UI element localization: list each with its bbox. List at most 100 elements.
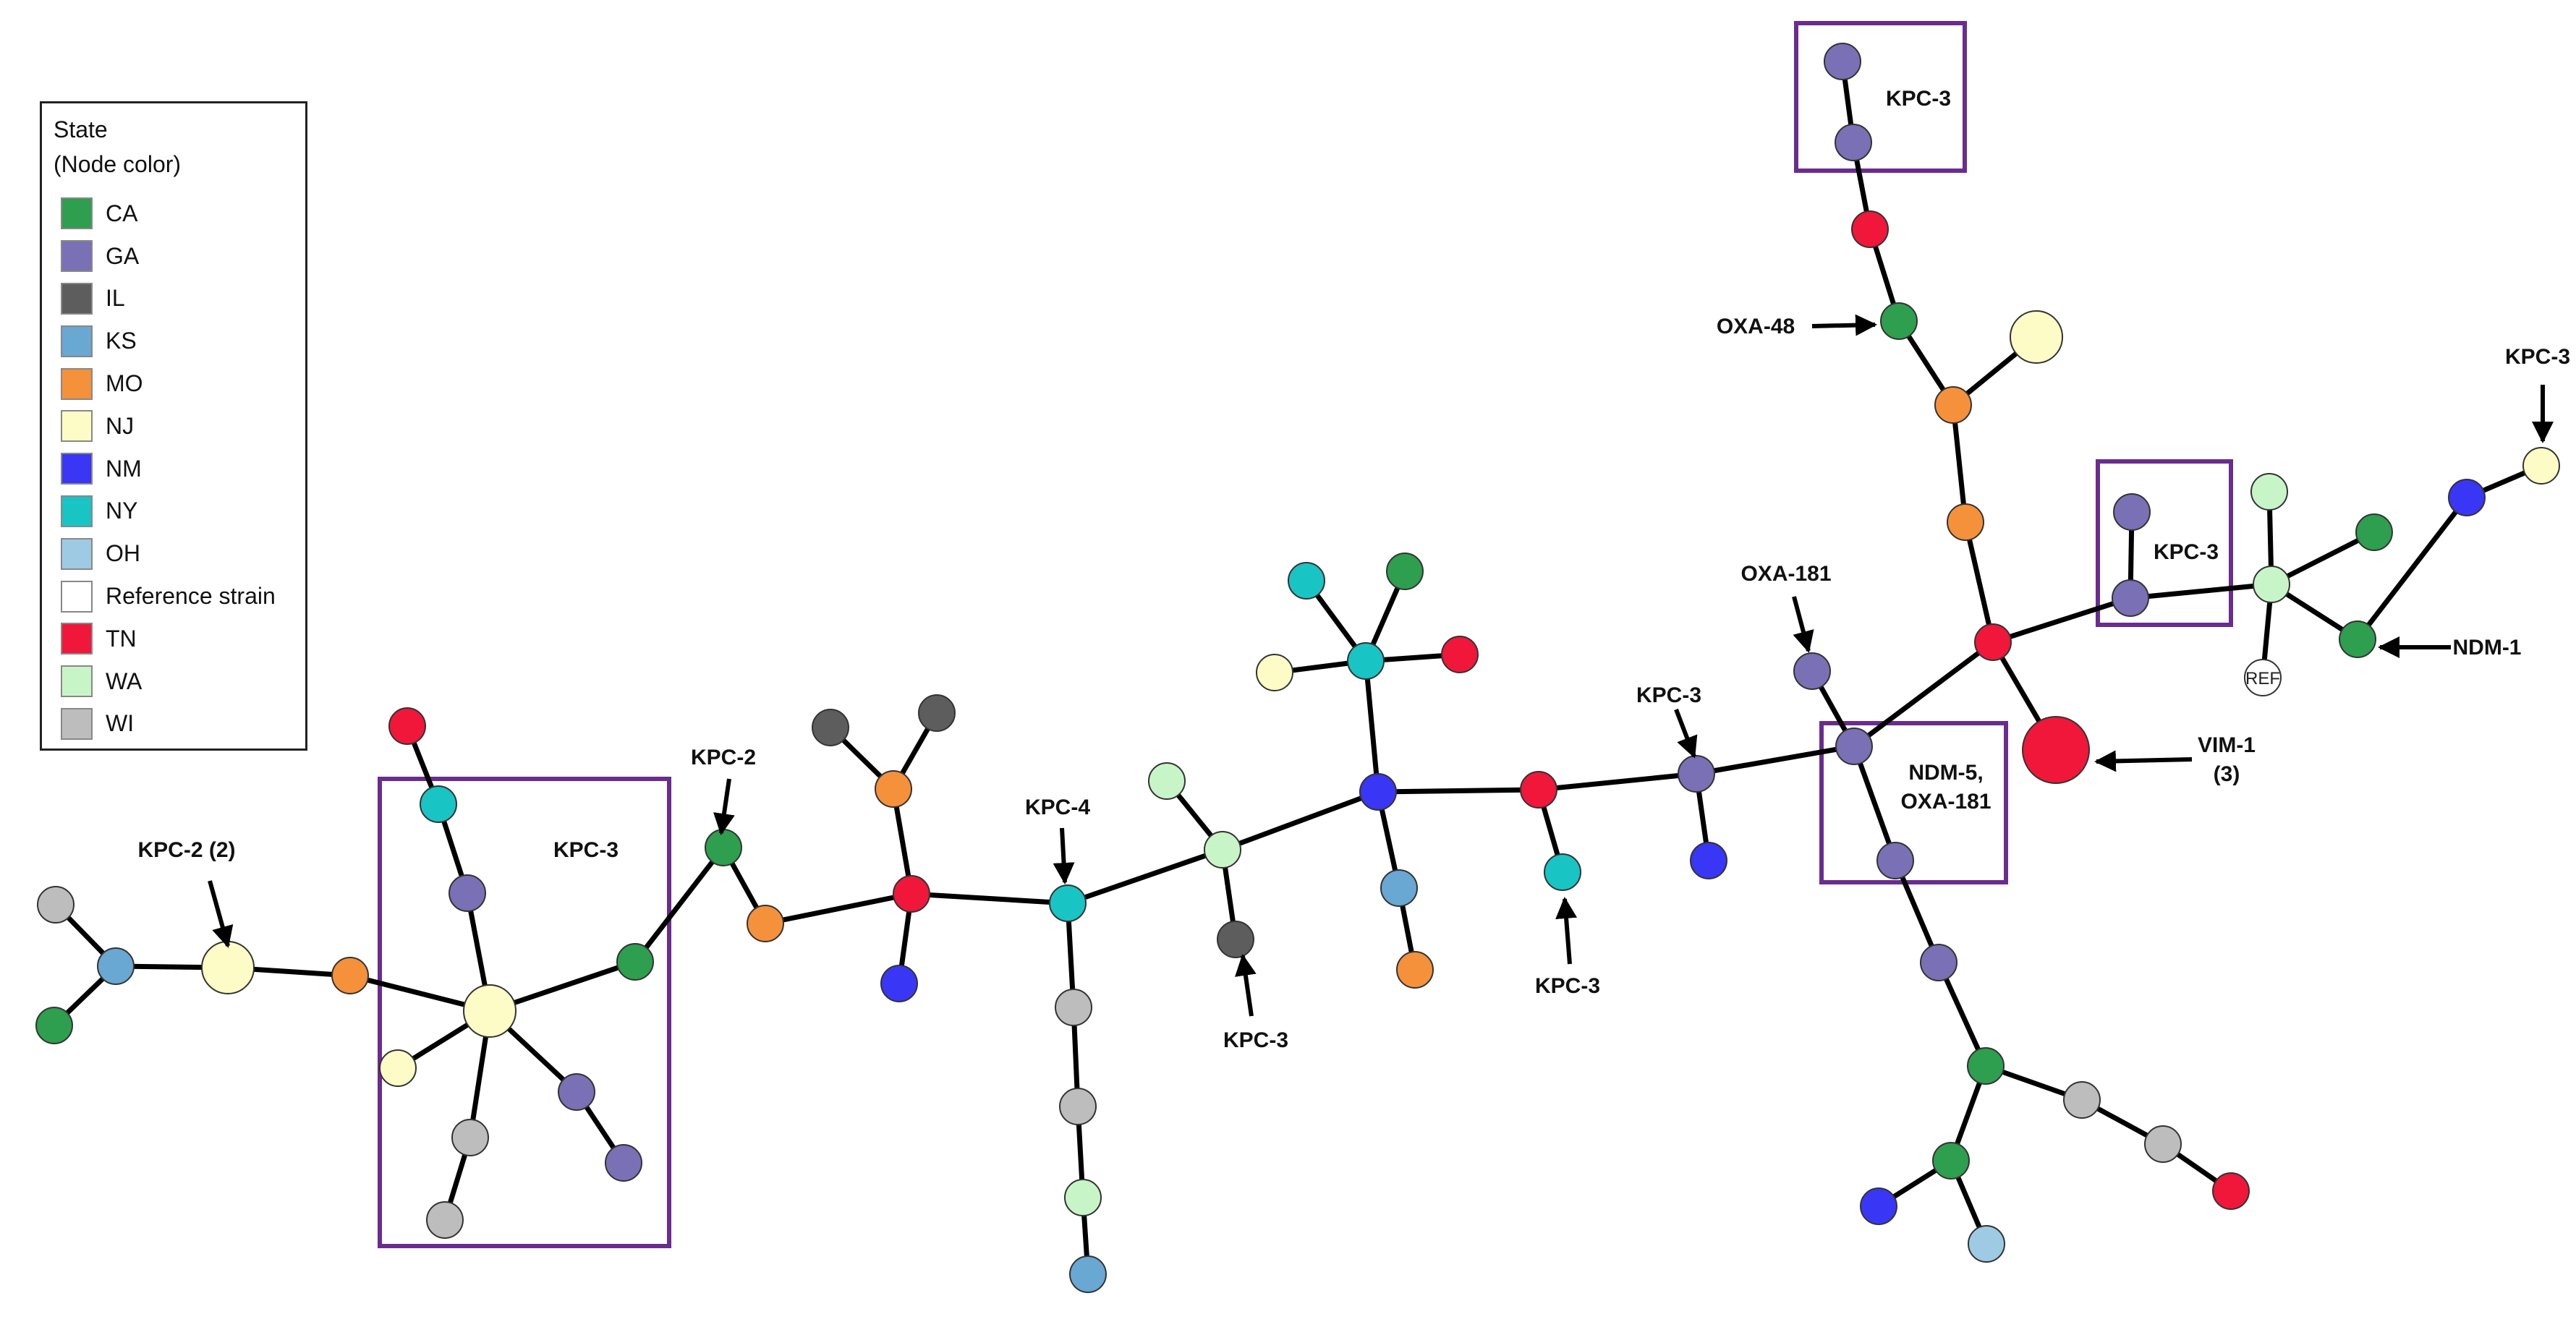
- node-ca: [705, 829, 742, 866]
- legend-swatch: [61, 367, 93, 400]
- annotation-kpc2: KPC-2: [691, 746, 756, 769]
- legend-item-nm: NM: [61, 448, 276, 490]
- kpc3-box2-outline: [2096, 459, 2233, 627]
- node-wi: [451, 1119, 489, 1156]
- edge-n28-n31: [1221, 789, 1380, 853]
- node-mo: [1934, 386, 1972, 424]
- annotation-line: KPC-3: [2154, 540, 2219, 564]
- annotation-line: KPC-4: [1025, 796, 1090, 819]
- node-ny: [1288, 562, 1325, 600]
- legend-item-ks: KS: [61, 320, 276, 362]
- annotation-ndm5: NDM-5,OXA-181: [1900, 761, 1991, 814]
- legend-label: GA: [106, 242, 140, 269]
- node-mo: [875, 770, 912, 808]
- node-ny: [1049, 884, 1087, 922]
- node-wa: [2250, 473, 2288, 511]
- legend-label: NJ: [106, 412, 135, 439]
- kpc3-box-top-outline: [1794, 21, 1967, 173]
- annotation-kpc2-2: KPC-2 (2): [137, 838, 235, 862]
- node-nj: [2010, 310, 2063, 364]
- legend-label: OH: [106, 540, 140, 567]
- annotation-oxa181: OXA-181: [1740, 562, 1831, 586]
- edges: [52, 61, 2543, 1275]
- annotation-kpc3-a: KPC-3: [1223, 1028, 1288, 1052]
- legend-swatch: [61, 282, 93, 315]
- node-ks: [97, 947, 135, 985]
- legend-title: State: [54, 116, 108, 142]
- annotation-line: KPC-3: [553, 838, 619, 862]
- legend-swatch: [61, 240, 93, 273]
- node-nj: [379, 1049, 417, 1087]
- annotation-kpc3-c: KPC-3: [1636, 683, 1701, 707]
- legend-item-ga: GA: [61, 235, 276, 278]
- edge-n54-n63: [1991, 595, 2132, 645]
- node-mo: [747, 905, 784, 942]
- node-wa: [1148, 762, 1186, 800]
- nodes: REF: [35, 43, 2560, 1293]
- node-ga: [1824, 43, 1861, 80]
- node-ga: [605, 1144, 642, 1182]
- node-tn: [1851, 210, 1889, 248]
- edge-n31-n39: [1377, 787, 1539, 795]
- annotation-line: VIM-1: [2198, 733, 2256, 757]
- node-wi: [2063, 1081, 2101, 1119]
- annotation-line: KPC-3: [1886, 87, 1951, 111]
- legend-label: IL: [106, 285, 125, 312]
- legend-item-mo: MO: [61, 362, 276, 405]
- node-ca: [35, 1007, 73, 1044]
- legend-item-ca: CA: [61, 192, 276, 235]
- node-il: [918, 694, 956, 732]
- node-nm: [880, 965, 918, 1002]
- legend-label: NM: [106, 455, 142, 482]
- node-il: [812, 709, 849, 746]
- node-wa: [2253, 566, 2290, 603]
- legend-item-wi: WI: [61, 703, 276, 746]
- node-wi: [1055, 989, 1092, 1026]
- edge-n18-n23: [911, 891, 1068, 906]
- node-ca: [1967, 1047, 2005, 1085]
- legend-swatch: [61, 453, 93, 485]
- node-nj: [1256, 654, 1293, 691]
- edge-n46-n47: [1936, 961, 1989, 1067]
- node-wi: [1059, 1088, 1097, 1125]
- annotation-line: OXA-48: [1717, 315, 1795, 338]
- annotation-line: OXA-181: [1740, 562, 1831, 586]
- annotation-kpc3-box2: KPC-3: [2154, 540, 2219, 564]
- annotation-line: KPC-3: [1636, 683, 1701, 707]
- annotation-line: KPC-3: [2505, 345, 2570, 369]
- node-tn: [893, 875, 930, 913]
- node-ga: [1678, 755, 1715, 793]
- legend-swatch: [61, 410, 93, 443]
- node-ny: [1544, 853, 1581, 891]
- node-nj: [2522, 447, 2560, 485]
- edge-n31-n32: [1363, 660, 1381, 793]
- node-ga: [1876, 842, 1914, 879]
- node-ref: [2244, 659, 2282, 696]
- node-nj: [463, 984, 517, 1038]
- annotation-line: KPC-2: [691, 746, 756, 769]
- annotation-kpc3-box1: KPC-3: [553, 838, 619, 862]
- annotation-kpc3-b: KPC-3: [1535, 974, 1600, 998]
- node-ca: [616, 943, 654, 981]
- legend-item-nj: NJ: [61, 405, 276, 448]
- node-ga: [449, 874, 486, 912]
- highlight-boxes: [378, 21, 2233, 1248]
- edge-n63-n66: [2130, 581, 2272, 601]
- node-ny: [1347, 642, 1385, 680]
- annotation-line: (3): [2214, 762, 2240, 786]
- legend-swatch: [61, 495, 93, 527]
- node-tn: [1441, 636, 1479, 673]
- node-wa: [1064, 1179, 1102, 1216]
- edge-n56-n57: [1950, 404, 1968, 523]
- ndm5-box-outline: [1819, 721, 2008, 884]
- node-ga: [1793, 652, 1831, 690]
- annotation-labels: KPC-2 (2)KPC-3KPC-2KPC-4KPC-3KPC-3KPC-3O…: [137, 87, 2570, 1052]
- node-tn: [1520, 771, 1557, 809]
- legend-item-ref: Reference strain: [61, 575, 276, 618]
- annotation-kpc3-top: KPC-3: [1886, 87, 1951, 111]
- legend-swatch: [61, 325, 93, 357]
- node-ga: [1920, 944, 1957, 981]
- legend-label: WI: [106, 710, 135, 737]
- node-tn: [2212, 1172, 2250, 1210]
